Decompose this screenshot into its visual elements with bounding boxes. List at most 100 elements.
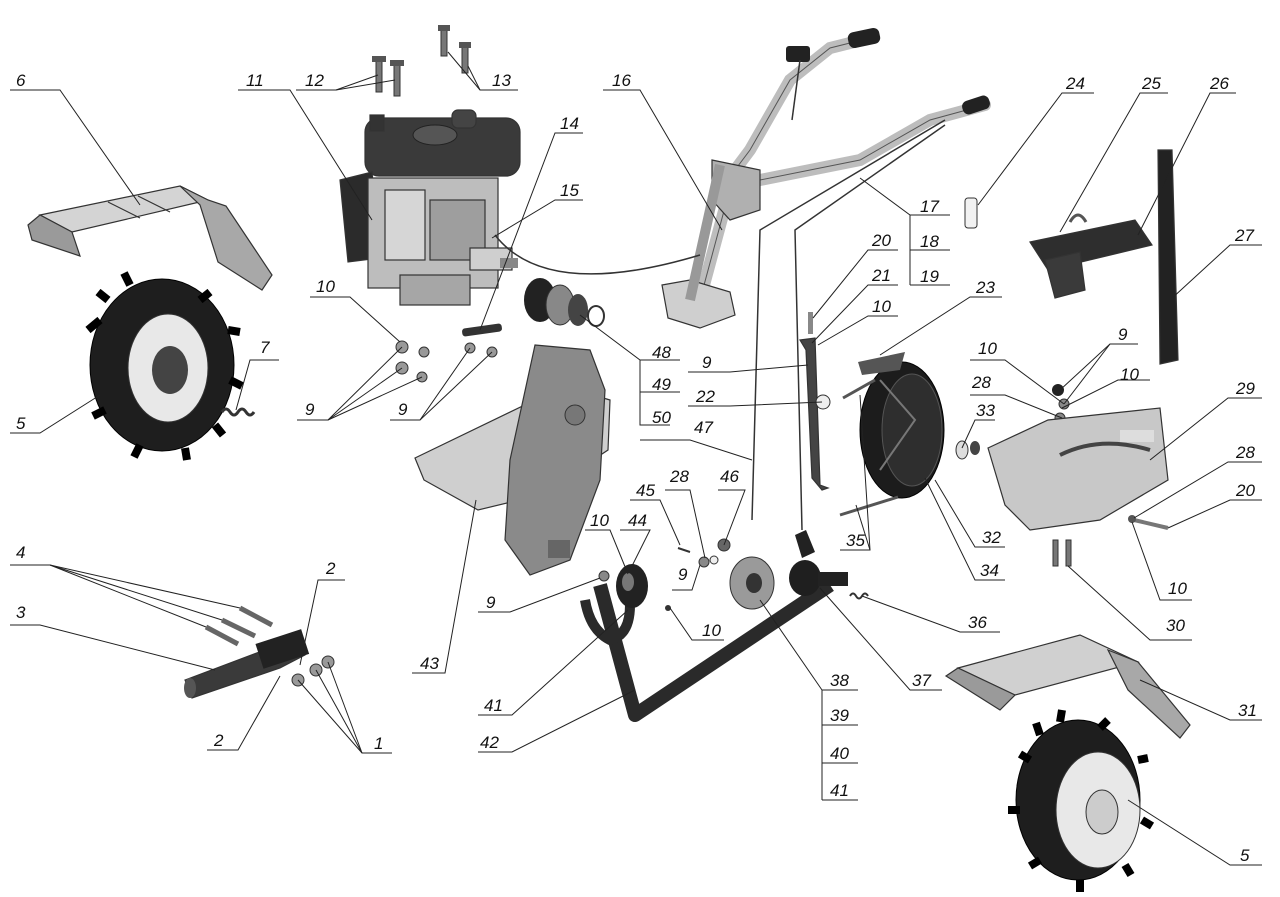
callout-46: 46 bbox=[720, 467, 739, 486]
callout-2: 2 bbox=[213, 731, 224, 750]
left-wheel-icon bbox=[85, 271, 244, 461]
side-cover-icon bbox=[987, 407, 1169, 531]
callout-10: 10 bbox=[316, 277, 335, 296]
callout-26: 26 bbox=[1209, 74, 1229, 93]
callout-47: 47 bbox=[694, 418, 713, 437]
pin-icon bbox=[964, 197, 978, 229]
callout-9: 9 bbox=[678, 565, 688, 584]
callout-27: 27 bbox=[1234, 226, 1254, 245]
bolt-20-icon bbox=[1128, 515, 1169, 530]
callout-13: 13 bbox=[492, 71, 511, 90]
callout-10: 10 bbox=[1168, 579, 1187, 598]
bolts-4-icon bbox=[204, 605, 274, 647]
callout-49: 49 bbox=[652, 375, 671, 394]
callout-2: 2 bbox=[325, 559, 336, 578]
nuts-1-icon bbox=[291, 655, 335, 687]
pulley-38-icon bbox=[729, 556, 775, 610]
callout-28: 28 bbox=[1235, 443, 1255, 462]
spring-36-icon bbox=[849, 592, 869, 600]
callout-36: 36 bbox=[968, 613, 987, 632]
leader-lines bbox=[10, 51, 1262, 866]
handlebar-icon bbox=[661, 27, 991, 329]
callout-11: 11 bbox=[246, 71, 264, 90]
callout-7: 7 bbox=[260, 338, 270, 357]
callout-31: 31 bbox=[1238, 701, 1257, 720]
callout-34: 34 bbox=[980, 561, 999, 580]
callout-28: 28 bbox=[669, 467, 689, 486]
callout-17: 17 bbox=[920, 197, 939, 216]
washer-icon bbox=[955, 440, 980, 460]
callout-30: 30 bbox=[1166, 616, 1185, 635]
callout-44: 44 bbox=[628, 511, 647, 530]
callout-10: 10 bbox=[978, 339, 997, 358]
callout-41: 41 bbox=[484, 696, 503, 715]
bolts-12-icon bbox=[372, 56, 404, 97]
callout-40: 40 bbox=[830, 744, 849, 763]
belt-cover-icon bbox=[858, 352, 945, 499]
spring-icon bbox=[220, 407, 256, 417]
callout-20: 20 bbox=[871, 231, 891, 250]
callout-20: 20 bbox=[1235, 481, 1255, 500]
callout-16: 16 bbox=[612, 71, 631, 90]
callout-29: 29 bbox=[1235, 379, 1255, 398]
callout-10: 10 bbox=[872, 297, 891, 316]
tensioner-37-icon bbox=[789, 530, 848, 596]
callout-42: 42 bbox=[480, 733, 499, 752]
callout-4: 4 bbox=[16, 543, 25, 562]
axle-icon bbox=[184, 629, 310, 699]
callout-1: 1 bbox=[374, 734, 383, 753]
callout-41: 41 bbox=[830, 781, 849, 800]
callout-25: 25 bbox=[1141, 74, 1161, 93]
bolts-13-icon bbox=[438, 25, 471, 74]
callout-6: 6 bbox=[16, 71, 26, 90]
callout-19: 19 bbox=[920, 267, 939, 286]
bracket-icon bbox=[799, 312, 831, 491]
cable-icon bbox=[494, 59, 946, 531]
engine-icon bbox=[339, 109, 521, 306]
callout-28: 28 bbox=[971, 373, 991, 392]
callout-38: 38 bbox=[830, 671, 849, 690]
callout-9: 9 bbox=[398, 400, 408, 419]
callout-labels: 6 11 12 13 14 15 16 24 25 26 17 18 19 20… bbox=[16, 71, 1257, 865]
callout-15: 15 bbox=[560, 181, 579, 200]
callout-35: 35 bbox=[846, 531, 865, 550]
callout-22: 22 bbox=[695, 387, 715, 406]
callout-32: 32 bbox=[982, 528, 1001, 547]
throttle-link-icon bbox=[462, 323, 502, 337]
frame-icon bbox=[580, 579, 834, 722]
callout-21: 21 bbox=[871, 266, 891, 285]
drum-44-icon bbox=[616, 564, 648, 608]
callout-9: 9 bbox=[1118, 325, 1128, 344]
callout-48: 48 bbox=[652, 343, 671, 362]
callout-33: 33 bbox=[976, 401, 995, 420]
callout-3: 3 bbox=[16, 603, 26, 622]
callout-10: 10 bbox=[702, 621, 721, 640]
right-fender-icon bbox=[944, 634, 1191, 739]
callout-24: 24 bbox=[1065, 74, 1085, 93]
callout-39: 39 bbox=[830, 706, 849, 725]
gearbox-icon bbox=[414, 344, 611, 576]
right-wheel-icon bbox=[1008, 709, 1155, 892]
callout-14: 14 bbox=[560, 114, 579, 133]
callout-43: 43 bbox=[420, 654, 439, 673]
callout-50: 50 bbox=[652, 408, 671, 427]
flat-bar-icon bbox=[1157, 149, 1179, 365]
rod-icon bbox=[839, 378, 899, 517]
clutch-pulley-icon bbox=[524, 278, 605, 327]
callout-45: 45 bbox=[636, 481, 655, 500]
callout-10: 10 bbox=[1120, 365, 1139, 384]
callout-23: 23 bbox=[975, 278, 995, 297]
callout-9: 9 bbox=[702, 353, 712, 372]
bolts-30-icon bbox=[1052, 539, 1072, 567]
callout-37: 37 bbox=[912, 671, 931, 690]
callout-5: 5 bbox=[16, 414, 26, 433]
left-fender-icon bbox=[27, 185, 273, 291]
callout-12: 12 bbox=[305, 71, 324, 90]
callout-18: 18 bbox=[920, 232, 939, 251]
hitch-bracket-icon bbox=[1029, 213, 1153, 299]
callout-9: 9 bbox=[305, 400, 315, 419]
callout-10: 10 bbox=[590, 511, 609, 530]
callout-5: 5 bbox=[1240, 846, 1250, 865]
callout-9: 9 bbox=[486, 593, 496, 612]
